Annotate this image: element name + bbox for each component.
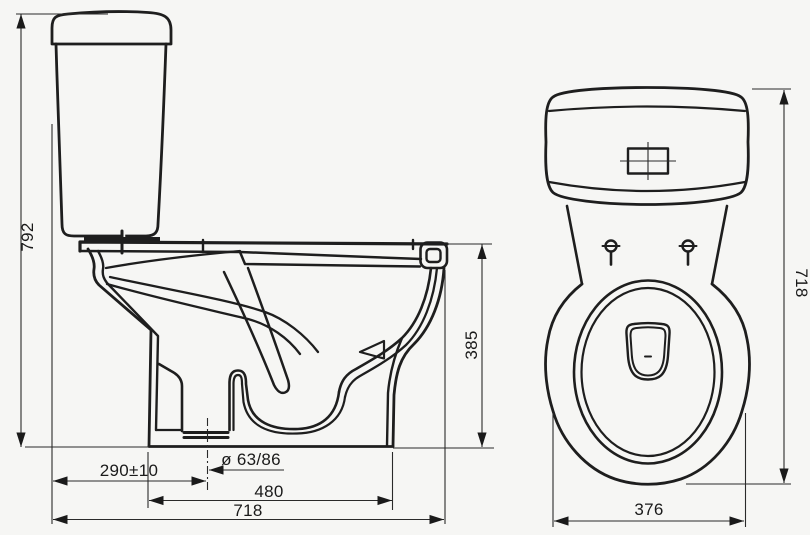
rim-bottom-edge [238,250,422,268]
water-spot-outer [625,321,671,381]
trap-hump-inner [232,373,244,432]
trap-dip-upper [244,382,341,431]
cistern-lid-side [50,10,173,46]
flush-channel-top [104,249,242,270]
arrowhead [779,90,789,105]
dim-top-depth-label: 718 [792,268,810,297]
dim-outlet-distance-label: 290±10 [100,461,158,480]
seat-hinge-bolt-right [678,239,698,266]
dim-bowl-width-label: 376 [634,500,663,519]
arrowhead [149,495,164,506]
dim-overall-height-label: 792 [18,222,37,251]
front-wall-inner [385,336,404,448]
rim-top-edge [78,249,423,261]
arrowhead [16,432,26,447]
front-rim-section-inner [425,247,442,264]
trap-hump-outer [228,369,248,432]
dim-bowl-depth-label: 480 [254,482,283,501]
dim-bowl-height-label: 385 [462,330,481,359]
top-view [544,86,751,486]
cistern-top-outline [544,86,750,206]
front-wall-outer [391,266,446,448]
cistern-body-side [54,42,168,238]
arrowhead [477,432,487,447]
seat-ring-outer [572,279,724,465]
arrowhead [191,476,206,486]
cistern-lid-seam-top [547,105,747,113]
rear-wall-inner [96,249,160,432]
tank-to-bowl-left [565,204,584,286]
basin-wall-outer [343,266,439,399]
arrowhead [16,14,26,29]
trap-dip-lower [240,382,347,435]
arrowhead [53,476,68,486]
arrowhead [779,468,789,483]
cistern-lid-seam-bottom [547,180,747,193]
seat-ring-inner [580,286,716,458]
seat-hinge-bolt-left [601,239,621,266]
front-rim-section [419,241,449,270]
flush-channel-bottom [105,282,302,356]
flush-channel-mid [108,275,320,354]
arrowhead [729,516,744,526]
rim-lip-hook [222,266,291,395]
rear-wall-outer [86,247,153,448]
dim-outlet-diameter-label: ø 63/86 [221,450,281,469]
arrowhead [53,514,68,525]
tank-to-bowl-right [710,204,729,286]
basin-wall-inner [337,266,433,394]
top-view-dimensions: 718 376 [552,88,810,527]
mounting-triangle [358,339,386,360]
toilet-seat-side [78,240,449,253]
dim-overall-depth-label: 718 [233,501,262,520]
arrowhead [477,244,487,259]
bowl-top-outline [544,282,751,486]
water-spot-inner [629,326,667,377]
side-view [50,10,449,448]
side-view-dimensions: 792 385 290±10 ø 63/86 480 718 [16,13,494,525]
arrowhead [554,516,569,526]
arrowhead [377,495,392,506]
arrowhead [429,514,444,525]
outlet-left-wall [157,362,184,433]
